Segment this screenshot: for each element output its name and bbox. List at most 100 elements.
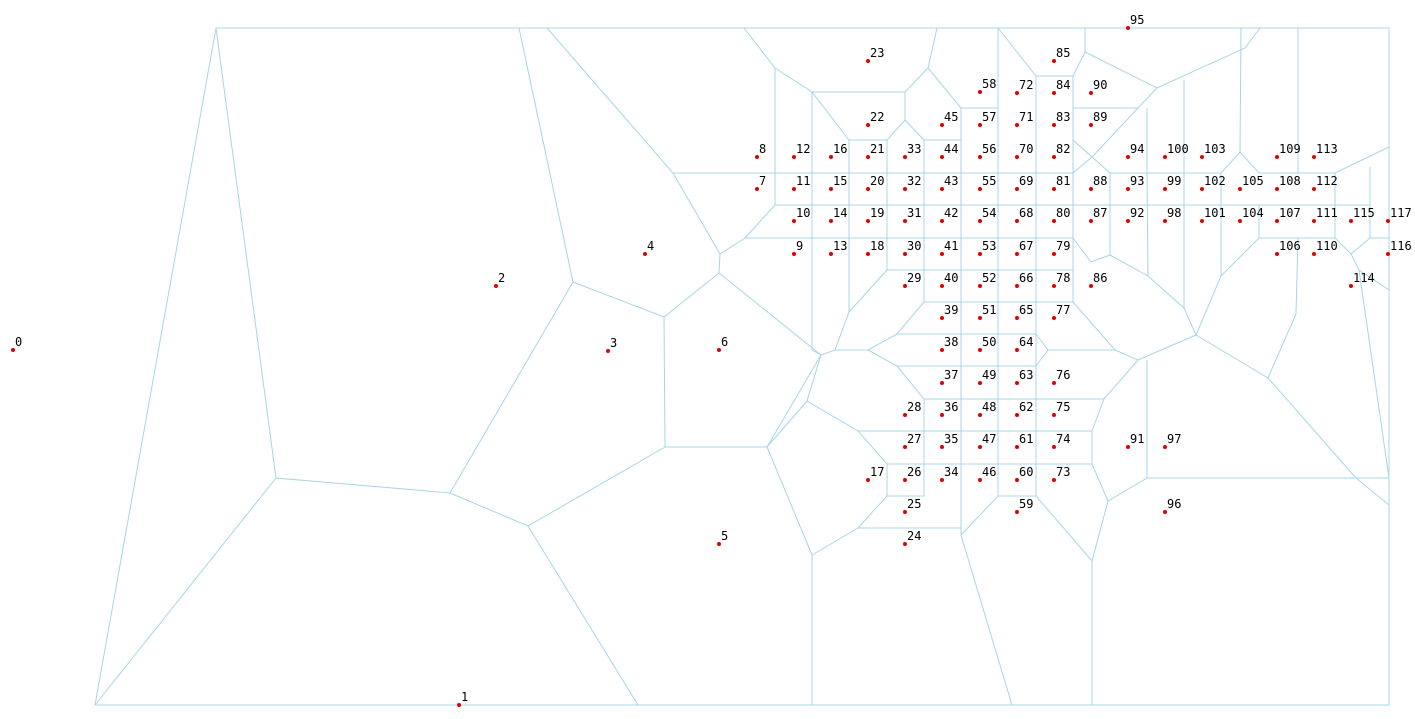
- site-label: 110: [1316, 239, 1338, 253]
- site-label: 40: [944, 271, 958, 285]
- site-point: [940, 413, 944, 417]
- site-label: 10: [796, 206, 810, 220]
- site-point: [866, 219, 870, 223]
- site-label: 61: [1019, 432, 1033, 446]
- site-point: [1126, 219, 1130, 223]
- site-point: [978, 187, 982, 191]
- site-point: [1015, 155, 1019, 159]
- cell-edges-90: [1073, 87, 1158, 109]
- site-label: 92: [1130, 206, 1144, 220]
- site-point: [978, 252, 982, 256]
- cell-edges-59-bottom: [960, 534, 1013, 706]
- site-point: [1275, 219, 1279, 223]
- site-label: 30: [907, 239, 921, 253]
- site-point: [866, 252, 870, 256]
- site-label: 96: [1167, 497, 1181, 511]
- site-label: 5: [721, 529, 728, 543]
- site-label: 55: [982, 174, 996, 188]
- site-point: [829, 155, 833, 159]
- site-label: 34: [944, 465, 958, 479]
- cell-edges-100: [1147, 80, 1185, 174]
- site-label: 67: [1019, 239, 1033, 253]
- cell-edges-113: [1298, 146, 1390, 174]
- cell-edges-28-5: [766, 400, 808, 448]
- site-label: 79: [1056, 239, 1070, 253]
- site-label: 63: [1019, 368, 1033, 382]
- site-label: 3: [610, 336, 617, 350]
- site-label: 97: [1167, 432, 1181, 446]
- cell-edges-5-17: [766, 446, 813, 705]
- site-label: 112: [1316, 174, 1338, 188]
- site-point: [903, 252, 907, 256]
- site-point: [792, 252, 796, 256]
- site-label: 108: [1279, 174, 1301, 188]
- site-point: [866, 187, 870, 191]
- site-label: 37: [944, 368, 958, 382]
- site-label: 39: [944, 303, 958, 317]
- site-point: [1312, 187, 1316, 191]
- site-label: 27: [907, 432, 921, 446]
- cell-edges-97-col: [1195, 334, 1269, 379]
- site-label: 58: [982, 77, 996, 91]
- site-point: [1089, 187, 1093, 191]
- site-point: [1312, 155, 1316, 159]
- site-label: 24: [907, 529, 921, 543]
- sites-layer: 0123456789101112131415161718192021222324…: [11, 13, 1412, 707]
- site-point: [1163, 187, 1167, 191]
- site-point: [1052, 284, 1056, 288]
- voronoi-edges: [94, 27, 1390, 706]
- site-point: [1052, 316, 1056, 320]
- cell-edges-23: [904, 27, 938, 93]
- cell-edges-77: [1072, 301, 1139, 400]
- site-label: 29: [907, 271, 921, 285]
- cell-edges-114-col: [1358, 269, 1390, 479]
- site-label: 64: [1019, 335, 1033, 349]
- site-label: 56: [982, 142, 996, 156]
- site-point: [903, 510, 907, 514]
- site-label: 23: [870, 46, 884, 60]
- site-label: 15: [833, 174, 847, 188]
- site-label: 86: [1093, 271, 1107, 285]
- site-point: [866, 59, 870, 63]
- cell-edges-104-106: [1220, 237, 1260, 277]
- site-point: [717, 348, 721, 352]
- site-point: [1238, 219, 1242, 223]
- cell-edges-24: [811, 527, 859, 556]
- site-point: [1163, 445, 1167, 449]
- site-label: 80: [1056, 206, 1070, 220]
- cell-edges-45: [927, 28, 999, 109]
- site-label: 2: [498, 271, 505, 285]
- site-label: 51: [982, 303, 996, 317]
- site-label: 105: [1242, 174, 1264, 188]
- site-point: [1052, 123, 1056, 127]
- site-point: [978, 381, 982, 385]
- site-point: [978, 413, 982, 417]
- site-point: [1052, 381, 1056, 385]
- site-label: 78: [1056, 271, 1070, 285]
- site-label: 76: [1056, 368, 1070, 382]
- site-point: [1386, 252, 1390, 256]
- site-point: [643, 252, 647, 256]
- site-label: 7: [759, 174, 766, 188]
- site-point: [1015, 219, 1019, 223]
- cell-edges-95: [1084, 27, 1261, 89]
- site-point: [1052, 478, 1056, 482]
- site-point: [940, 381, 944, 385]
- site-point: [1126, 445, 1130, 449]
- site-point: [940, 187, 944, 191]
- cell-edges-105: [1239, 28, 1299, 174]
- site-point: [1015, 252, 1019, 256]
- cell-edges-6-5: [665, 272, 822, 448]
- site-label: 70: [1019, 142, 1033, 156]
- site-point: [1052, 91, 1056, 95]
- site-label: 50: [982, 335, 996, 349]
- site-point: [1312, 219, 1316, 223]
- site-label: 69: [1019, 174, 1033, 188]
- site-point: [940, 316, 944, 320]
- site-point: [1015, 316, 1019, 320]
- site-label: 117: [1390, 206, 1412, 220]
- site-point: [1015, 284, 1019, 288]
- site-point: [606, 349, 610, 353]
- site-label: 74: [1056, 432, 1070, 446]
